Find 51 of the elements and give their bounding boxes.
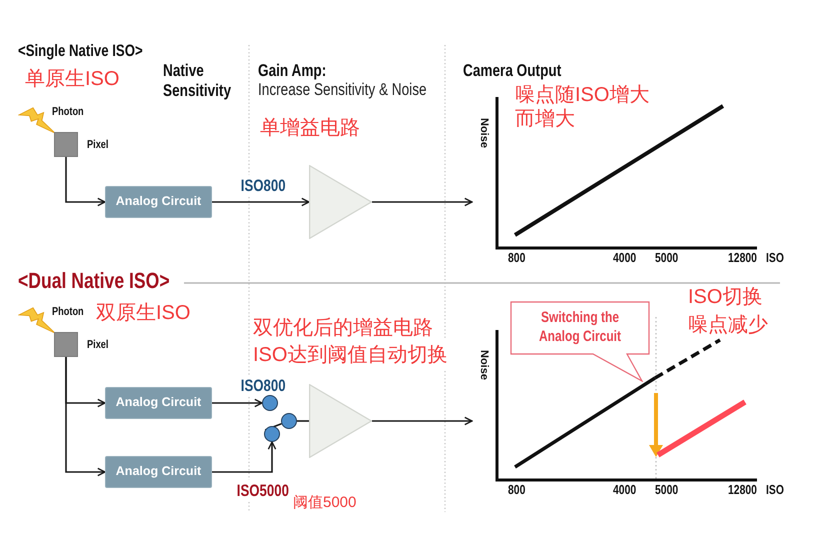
tick-label: 5000 — [655, 251, 678, 266]
arrow — [65, 157, 106, 206]
tick-label: ISO — [766, 483, 784, 498]
switch-contact — [281, 413, 297, 429]
process-box: Analog Circuit — [105, 456, 212, 488]
axis-label: Noise — [478, 350, 490, 380]
tick-label: 4000 — [613, 251, 636, 266]
switch-contact — [264, 426, 280, 442]
annotation: ISO达到阈值自动切换 — [253, 343, 448, 367]
edge-label: ISO800 — [240, 178, 286, 194]
annotation: 噪点随ISO增大而增大 — [515, 83, 650, 131]
tick-label: 800 — [508, 483, 526, 498]
annotation: 单原生ISO — [25, 67, 120, 91]
annotation: ISO切换 — [688, 285, 762, 309]
tick-label: 5000 — [655, 483, 678, 498]
arrow — [372, 198, 473, 206]
node-label: Pixel — [87, 139, 108, 152]
pixel-square — [54, 332, 78, 357]
arrow — [65, 357, 106, 476]
edge-label: ISO5000 — [236, 483, 290, 500]
column-heading: Native Sensitivity — [163, 61, 232, 100]
process-box: Analog Circuit — [105, 387, 212, 419]
tick-label: 800 — [508, 251, 526, 266]
annotation: 噪点减少 — [688, 313, 768, 337]
annotation: 双原生ISO — [96, 301, 190, 325]
column-subheading: Increase Sensitivity & Noise — [258, 81, 427, 100]
section-heading: <Single Native ISO> — [18, 42, 143, 60]
arrow — [212, 441, 276, 473]
tick-label: 12800 — [728, 251, 757, 266]
tick-label: 4000 — [613, 483, 636, 498]
arrow — [212, 198, 310, 206]
node-label: Pixel — [87, 339, 108, 352]
column-heading: Camera Output — [463, 61, 562, 81]
section-heading: <Dual Native ISO> — [18, 269, 170, 294]
annotation: 双优化后的增益电路 — [253, 316, 433, 340]
caption: Photon — [52, 106, 84, 119]
tick-label: ISO — [766, 251, 784, 266]
node-label: 单增益电路 — [260, 116, 360, 140]
process-box: Analog Circuit — [105, 186, 212, 218]
caption: Photon — [52, 306, 84, 319]
pixel-square — [54, 132, 78, 157]
tick-label: 12800 — [728, 483, 757, 498]
switch-contact — [262, 395, 278, 411]
arrow — [212, 398, 263, 408]
column-heading: Gain Amp: — [258, 61, 326, 81]
edge-label: ISO800 — [240, 378, 286, 394]
arrow — [372, 416, 473, 426]
annotation: 阈值5000 — [293, 495, 356, 512]
axis-label: Noise — [478, 118, 490, 148]
callout-text: Switching the Analog Circuit — [538, 309, 622, 346]
connector-line — [297, 420, 309, 422]
